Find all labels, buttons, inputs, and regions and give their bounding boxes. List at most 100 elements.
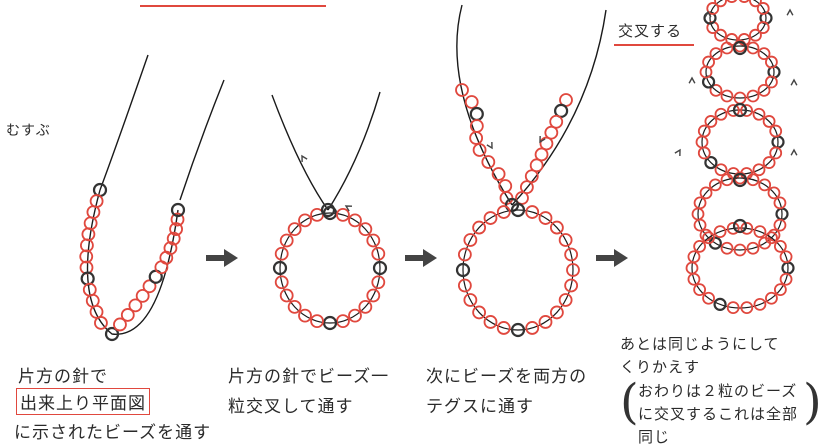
red-bead <box>687 250 701 264</box>
red-bead <box>702 55 715 69</box>
thread-loop <box>691 227 789 309</box>
red-bead <box>693 283 707 297</box>
dark-bead <box>320 202 336 218</box>
dark-bead <box>372 260 388 276</box>
note-line2: に交叉するこれは全部 <box>638 405 799 423</box>
note-close-paren: ) <box>803 378 819 426</box>
thread-loop <box>697 177 783 251</box>
red-bead <box>469 131 484 145</box>
red-bead <box>463 293 478 307</box>
up-arrow-icon <box>790 78 798 86</box>
red-bead <box>287 299 302 314</box>
dark-bead <box>732 172 748 188</box>
red-bead <box>713 225 727 239</box>
red-bead <box>564 278 579 293</box>
red-bead <box>733 243 747 257</box>
red-bead <box>538 315 553 329</box>
red-bead <box>762 115 776 128</box>
red-bead <box>699 186 713 200</box>
down-arrow-icon <box>486 141 493 150</box>
red-bead <box>544 125 559 140</box>
step2-caption-line1: 片方の針でビーズ一 <box>228 367 390 387</box>
dark-bead <box>510 202 526 218</box>
thread-loop <box>279 212 381 324</box>
red-bead <box>457 278 472 293</box>
up-arrow-icon <box>301 154 308 163</box>
dark-bead <box>104 326 120 342</box>
red-bead <box>279 288 294 303</box>
red-bead <box>702 291 715 305</box>
red-bead <box>773 196 787 210</box>
step3-left-thread <box>456 4 513 206</box>
red-bead <box>767 186 781 200</box>
red-bead <box>769 124 783 138</box>
red-bead <box>529 158 544 173</box>
note-line1: おわりは２粒のビーズ <box>638 382 798 400</box>
red-bead <box>702 231 715 245</box>
red-bead <box>765 55 778 69</box>
dark-bead <box>322 315 338 331</box>
red-bead <box>166 231 181 246</box>
up-arrow-icon <box>790 148 798 156</box>
dark-bead <box>170 202 186 218</box>
red-bead <box>758 178 772 192</box>
red-bead <box>709 47 723 61</box>
red-bead <box>549 114 564 129</box>
red-bead <box>708 178 722 192</box>
thread-loop <box>462 209 574 331</box>
heading-underline <box>614 44 694 46</box>
red-bead <box>773 239 787 253</box>
red-bead <box>336 314 350 329</box>
red-bead <box>496 205 511 219</box>
red-bead <box>539 136 554 151</box>
dark-bead <box>704 155 718 170</box>
red-bead <box>773 218 787 232</box>
red-bead <box>693 196 707 210</box>
red-bead <box>113 317 127 332</box>
red-bead <box>169 222 183 236</box>
red-bead <box>128 298 143 313</box>
right-arrow-icon <box>206 249 238 267</box>
red-bead <box>564 247 579 262</box>
red-bead <box>720 41 734 55</box>
red-bead <box>549 305 564 320</box>
step3-caption-line1: 次にビーズを両方の <box>426 367 588 387</box>
red-bead <box>83 216 98 231</box>
red-bead <box>762 156 776 169</box>
red-bead <box>79 249 94 264</box>
red-bead <box>472 220 487 235</box>
red-bead <box>549 220 564 235</box>
dark-bead <box>455 262 471 278</box>
red-bead <box>714 107 728 121</box>
red-bead <box>483 315 498 329</box>
red-bead <box>496 321 511 335</box>
up-arrow-icon <box>674 148 681 157</box>
red-bead <box>746 241 760 255</box>
red-bead <box>720 241 734 255</box>
dark-bead <box>510 322 526 338</box>
step2-caption-line2: 粒交叉して通す <box>228 397 354 417</box>
red-bead <box>538 211 553 225</box>
red-bead <box>765 231 778 245</box>
thread-loop <box>705 45 775 99</box>
red-bead <box>463 233 478 247</box>
red-bead <box>773 283 787 297</box>
red-bead <box>464 95 479 109</box>
red-bead <box>366 288 381 303</box>
red-bead <box>120 308 135 322</box>
dark-bead <box>732 40 748 56</box>
red-bead <box>348 308 362 323</box>
note-open-paren: ( <box>620 374 639 430</box>
red-bead <box>457 247 472 262</box>
down-arrow-icon <box>539 135 546 144</box>
red-bead <box>765 75 778 89</box>
red-bead <box>693 239 707 253</box>
red-bead <box>481 155 496 169</box>
red-bead <box>720 89 734 103</box>
dark-bead <box>713 297 727 311</box>
red-bead <box>756 21 770 34</box>
red-bead <box>515 191 529 205</box>
red-bead <box>472 305 487 320</box>
red-bead <box>727 104 740 117</box>
red-bead <box>524 169 539 184</box>
